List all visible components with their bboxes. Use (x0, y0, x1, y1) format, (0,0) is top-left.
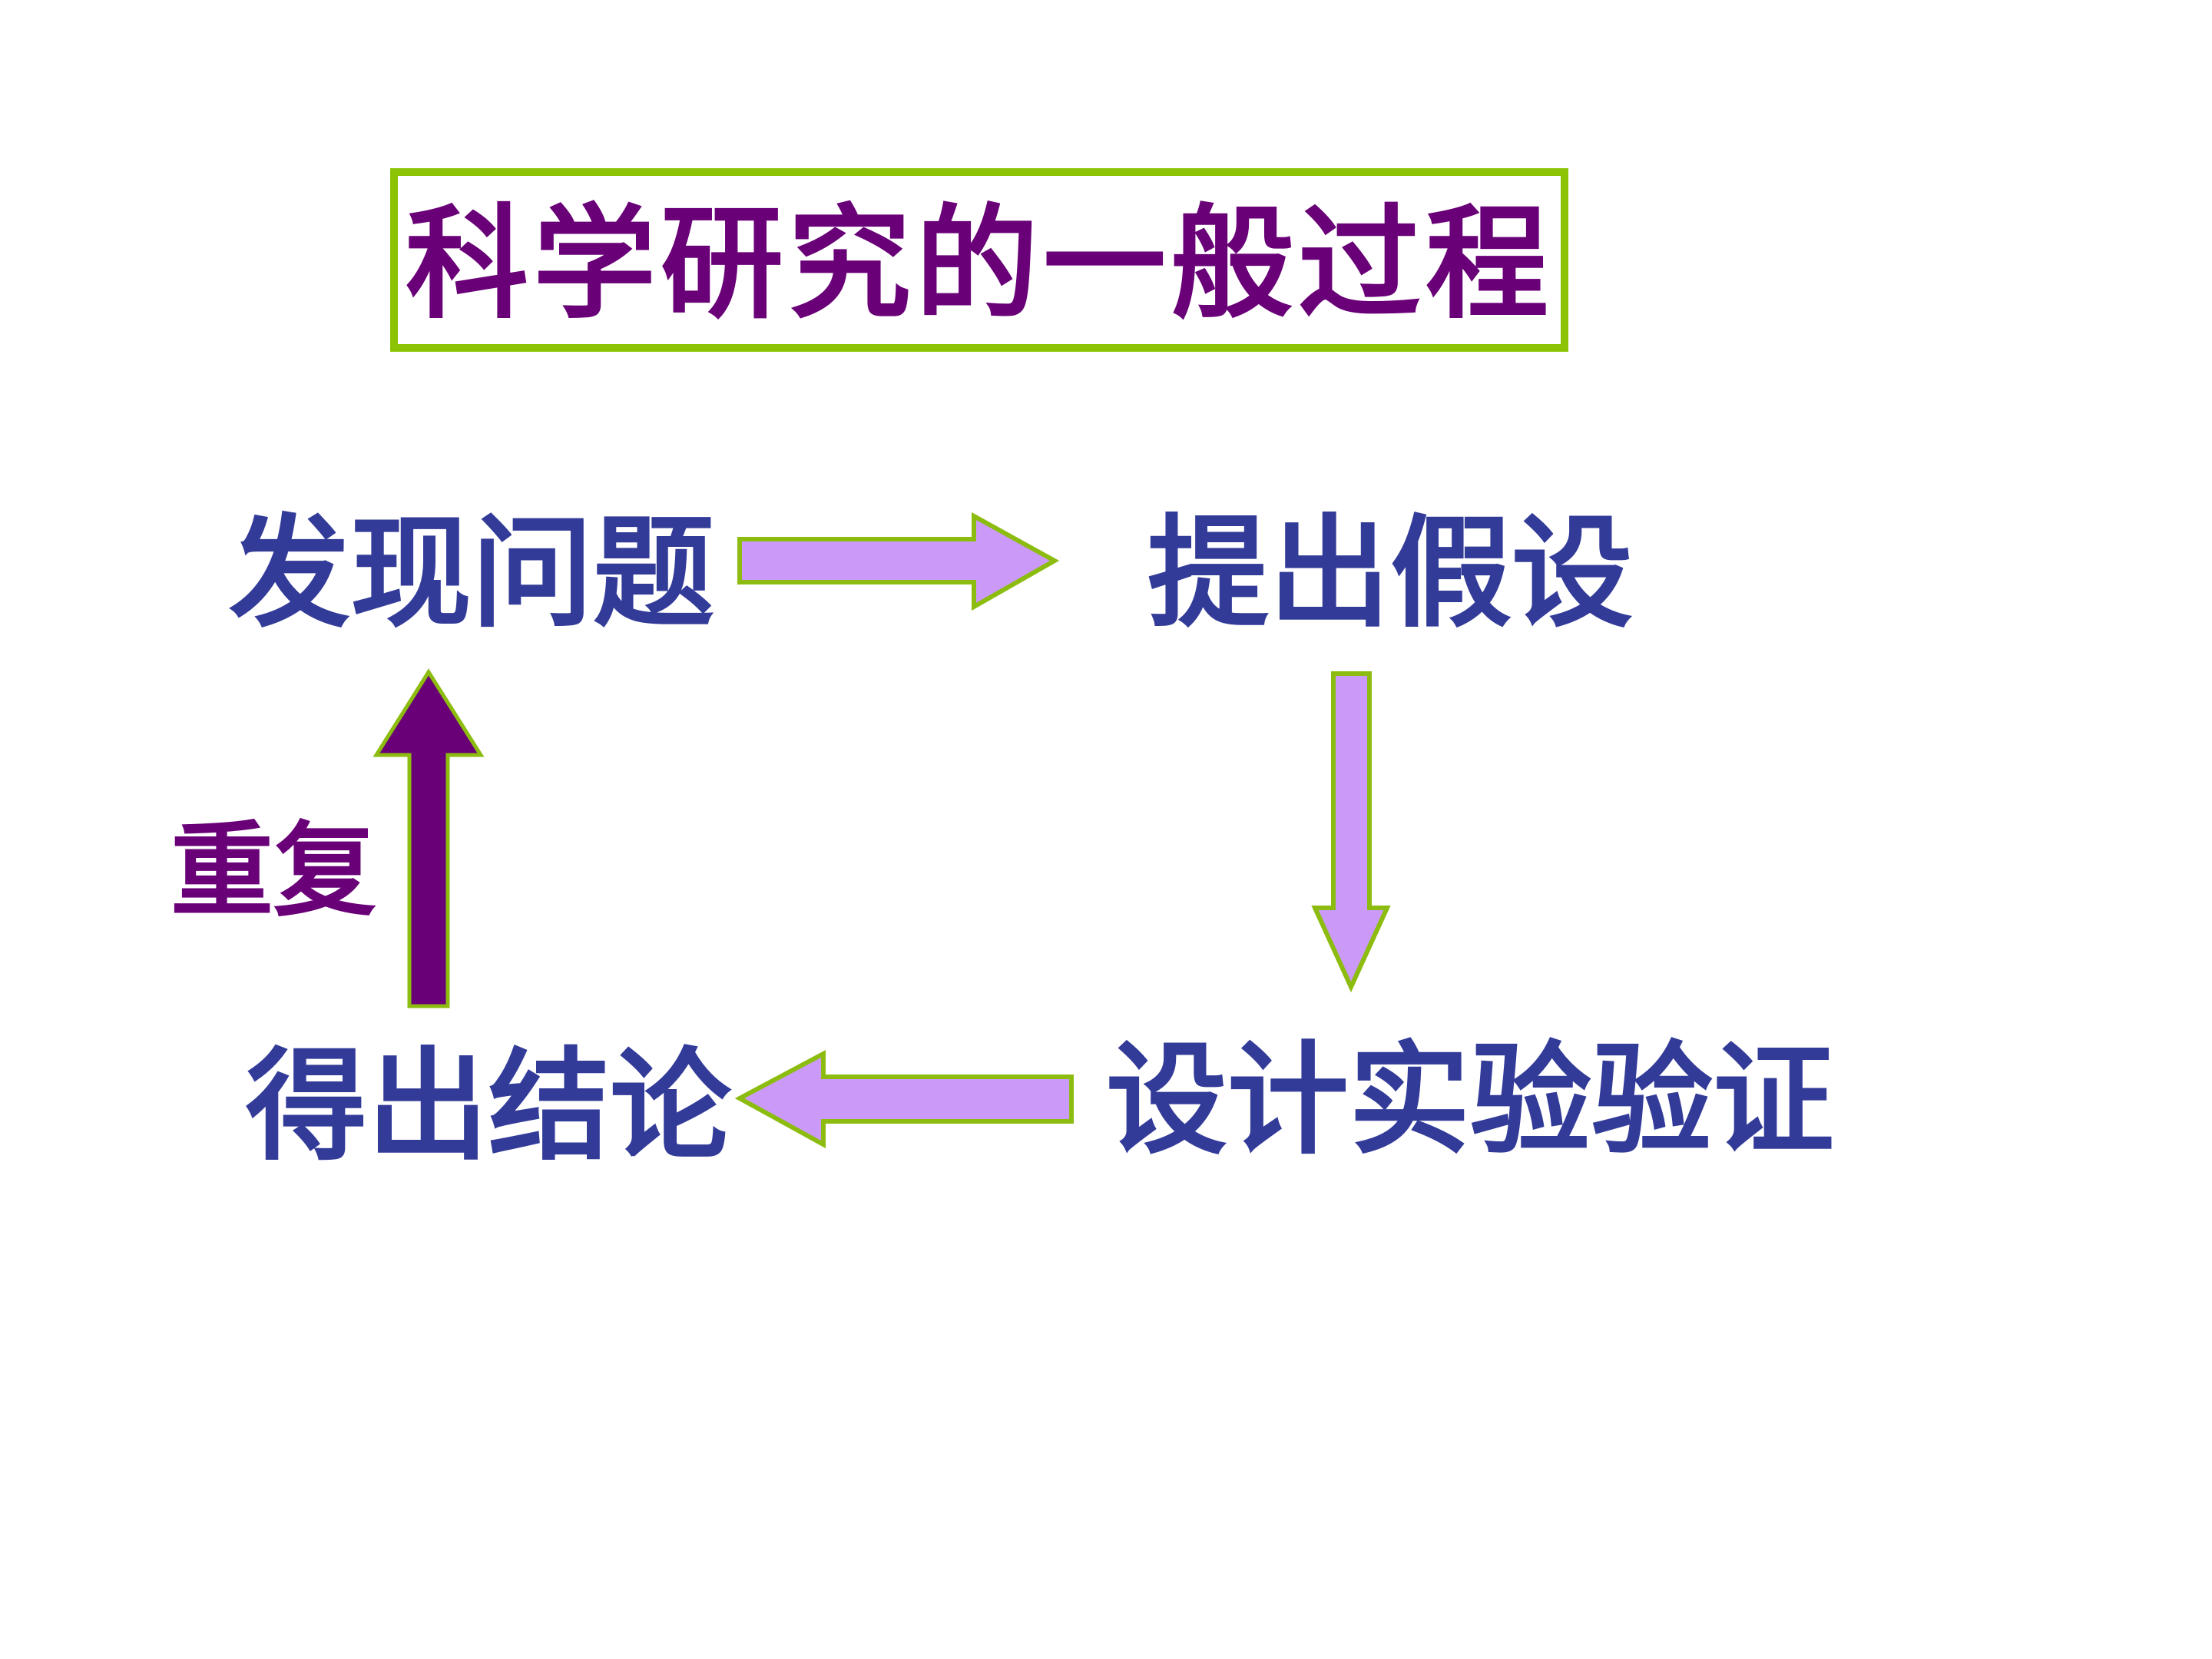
title-box: 科学研究的一般过程 (390, 168, 1568, 352)
node-propose-hypothesis: 提出假设 (1147, 502, 1633, 644)
arrow-up-repeat-icon (373, 668, 485, 1008)
node-draw-conclusion: 得出结论 (246, 1035, 731, 1177)
repeat-label: 重复 (171, 810, 377, 931)
arrow-down-icon (1311, 671, 1391, 993)
arrow-left-icon (734, 1050, 1074, 1149)
node-discover-problem: 发现问题 (229, 502, 714, 644)
arrow-right-icon (737, 512, 1060, 611)
node-design-experiment-verify: 设计实验验证 (1106, 1029, 1834, 1171)
slide-title: 科学研究的一般过程 (405, 190, 1553, 336)
